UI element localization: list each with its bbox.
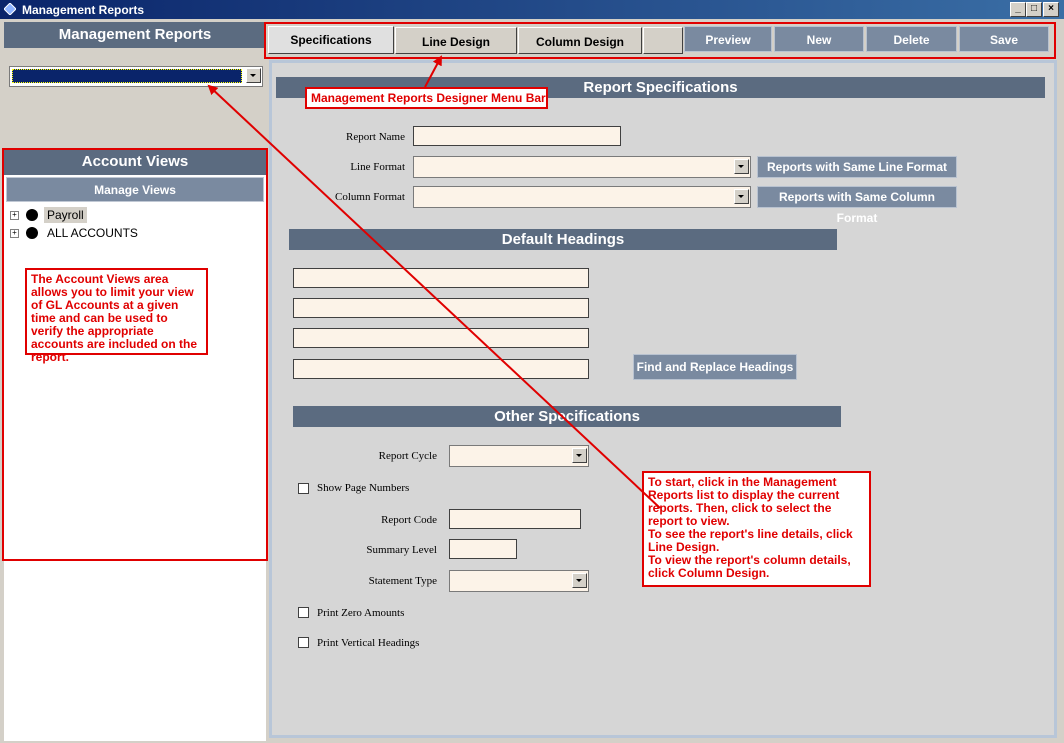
reports-same-line-format-button[interactable]: Reports with Same Line Format <box>757 156 957 178</box>
save-button[interactable]: Save <box>959 26 1049 52</box>
minimize-button[interactable]: _ <box>1010 2 1026 17</box>
close-button[interactable]: × <box>1043 2 1059 17</box>
statement-type-label: Statement Type <box>368 575 437 587</box>
preview-button[interactable]: Preview <box>684 26 772 52</box>
window-title: Management Reports <box>22 3 145 17</box>
callout-line: To start, click in the Management <box>648 475 837 489</box>
tab-spacer <box>643 27 683 54</box>
bullet-icon <box>26 209 38 221</box>
report-code-label: Report Code <box>381 514 437 526</box>
heading-field-3[interactable] <box>293 328 589 348</box>
statement-type-select[interactable] <box>449 570 589 592</box>
chevron-down-icon[interactable] <box>246 68 261 83</box>
expand-icon[interactable]: + <box>10 211 19 220</box>
tab-specifications[interactable]: Specifications <box>268 26 394 54</box>
print-vertical-headings-label: Print Vertical Headings <box>317 637 420 649</box>
report-list-selection <box>12 69 242 83</box>
column-format-select[interactable] <box>413 186 751 208</box>
management-reports-header: Management Reports <box>4 22 266 48</box>
find-replace-headings-button[interactable]: Find and Replace Headings <box>633 354 797 380</box>
report-cycle-select[interactable] <box>449 445 589 467</box>
default-headings-header: Default Headings <box>289 229 837 250</box>
heading-field-1[interactable] <box>293 268 589 288</box>
print-zero-amounts-checkbox[interactable] <box>298 607 309 618</box>
callout-line: report to view. <box>648 514 730 528</box>
expand-icon[interactable]: + <box>10 229 19 238</box>
window-title-bar[interactable]: Management Reports _ □ × <box>0 0 1064 19</box>
callout-line: To see the report's line details, click <box>648 527 853 541</box>
app-icon <box>4 3 16 15</box>
callout-line: Reports list to display the current <box>648 488 840 502</box>
new-button[interactable]: New <box>774 26 864 52</box>
management-reports-list[interactable] <box>9 66 263 87</box>
start-instructions-callout: To start, click in the Management Report… <box>642 471 871 587</box>
menu-bar-callout: Management Reports Designer Menu Bar <box>305 87 548 109</box>
reports-same-column-format-button[interactable]: Reports with Same Column Format <box>757 186 957 225</box>
callout-line: reports. Then, click to select the <box>648 501 832 515</box>
chevron-down-icon[interactable] <box>572 448 587 463</box>
chevron-down-icon[interactable] <box>572 573 587 588</box>
menu-bar-highlight-box <box>264 22 1056 59</box>
column-format-label: Column Format <box>335 191 405 203</box>
summary-level-field[interactable] <box>449 539 517 559</box>
tab-line-design[interactable]: Line Design <box>395 27 517 54</box>
report-code-field[interactable] <box>449 509 581 529</box>
print-vertical-headings-checkbox[interactable] <box>298 637 309 648</box>
maximize-button[interactable]: □ <box>1026 2 1042 17</box>
line-format-select[interactable] <box>413 156 751 178</box>
tree-item-label[interactable]: ALL ACCOUNTS <box>47 226 138 240</box>
delete-button[interactable]: Delete <box>866 26 957 52</box>
callout-line: Line Design. <box>648 540 720 554</box>
chevron-down-icon[interactable] <box>734 189 749 204</box>
account-views-callout: The Account Views area allows you to lim… <box>25 268 208 364</box>
print-zero-amounts-label: Print Zero Amounts <box>317 607 405 619</box>
show-page-numbers-checkbox[interactable] <box>298 483 309 494</box>
manage-views-label: Manage Views <box>94 183 176 197</box>
report-name-label: Report Name <box>346 131 405 143</box>
line-format-label: Line Format <box>350 161 405 173</box>
summary-level-label: Summary Level <box>366 544 437 556</box>
report-cycle-label: Report Cycle <box>378 450 437 462</box>
show-page-numbers-label: Show Page Numbers <box>317 482 410 494</box>
heading-field-2[interactable] <box>293 298 589 318</box>
left-panel-lower <box>4 560 266 741</box>
report-name-field[interactable] <box>413 126 621 146</box>
callout-line: click Column Design. <box>648 566 770 580</box>
chevron-down-icon[interactable] <box>734 159 749 174</box>
heading-field-4[interactable] <box>293 359 589 379</box>
callout-line: To view the report's column details, <box>648 553 851 567</box>
tree-item-label[interactable]: Payroll <box>44 207 87 223</box>
bullet-icon <box>26 227 38 239</box>
other-specifications-header: Other Specifications <box>293 406 841 427</box>
tab-column-design[interactable]: Column Design <box>518 27 642 54</box>
